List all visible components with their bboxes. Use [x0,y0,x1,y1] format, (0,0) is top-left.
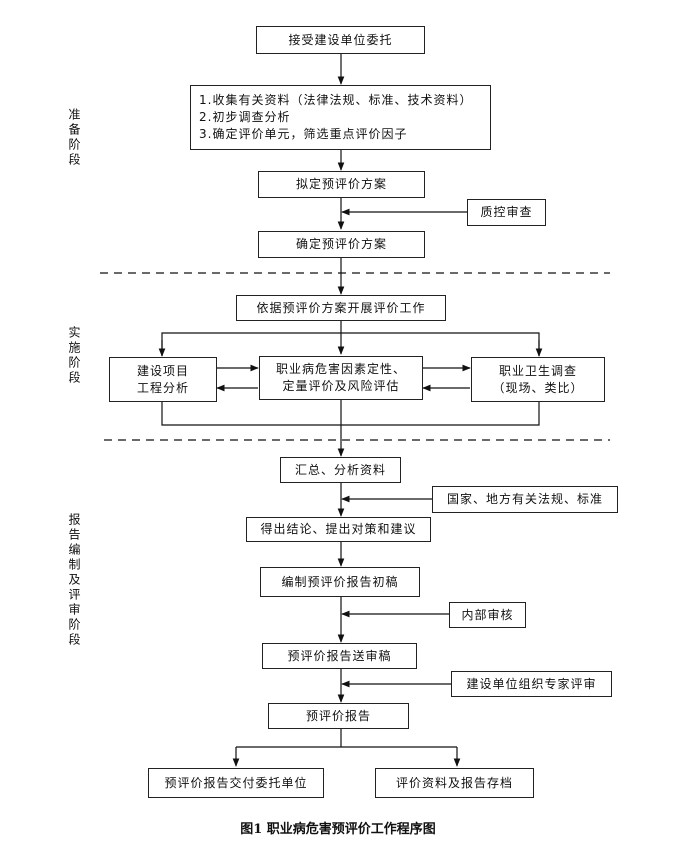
survey-line-2: （现场、类比） [492,380,584,395]
box-expert-review: 建设单位组织专家评审 [451,671,612,697]
collect-line-3: 3.确定评价单元，筛选重点评价因子 [199,127,408,141]
merge-line [161,402,540,426]
box-submission-draft: 预评价报告送审稿 [262,643,417,669]
survey-line-1: 职业卫生调查 [498,363,577,378]
stage-label-implementation: 实施阶段 [67,326,81,386]
box-draft-plan: 拟定预评价方案 [258,171,425,198]
box-confirm-plan: 确定预评价方案 [258,231,425,258]
box-qc-review: 质控审查 [467,199,546,226]
hazard-line-2: 定量评价及风险评估 [282,379,400,393]
box-conclusion-measures: 得出结论、提出对策和建议 [246,517,431,542]
box-deliver-report: 预评价报告交付委托单位 [148,768,324,798]
figure-caption: 图1 职业病危害预评价工作程序图 [240,822,436,837]
box-carry-out-evaluation: 依据预评价方案开展评价工作 [236,295,446,321]
box-collect-materials: 1.收集有关资料（法律法规、标准、技术资料） 2.初步调查分析 3.确定评价单元… [190,85,491,150]
project-line-1: 建设项目 [136,363,189,378]
collect-line-1: 1.收集有关资料（法律法规、标准、技术资料） [199,93,473,107]
box-accept-commission: 接受建设单位委托 [256,26,425,54]
box-archive: 评价资料及报告存档 [375,768,534,798]
box-pre-evaluation-report: 预评价报告 [268,703,409,729]
branch-line [161,332,540,356]
box-project-analysis: 建设项目 工程分析 [109,357,217,402]
box-draft-report: 编制预评价报告初稿 [260,567,420,597]
box-hazard-evaluation: 职业病危害因素定性、 定量评价及风险评估 [259,356,423,400]
stage-label-report: 报告编制及评审阶段 [67,513,81,648]
box-summarize-data: 汇总、分析资料 [280,457,401,483]
hazard-line-1: 职业病危害因素定性、 [275,362,406,376]
project-line-2: 工程分析 [136,380,189,395]
collect-line-2: 2.初步调查分析 [199,110,291,124]
box-hygiene-survey: 职业卫生调查 （现场、类比） [471,357,605,402]
box-laws-standards: 国家、地方有关法规、标准 [432,486,618,513]
box-internal-review: 内部审核 [449,602,526,628]
stage-label-preparation: 准备阶段 [67,108,81,168]
